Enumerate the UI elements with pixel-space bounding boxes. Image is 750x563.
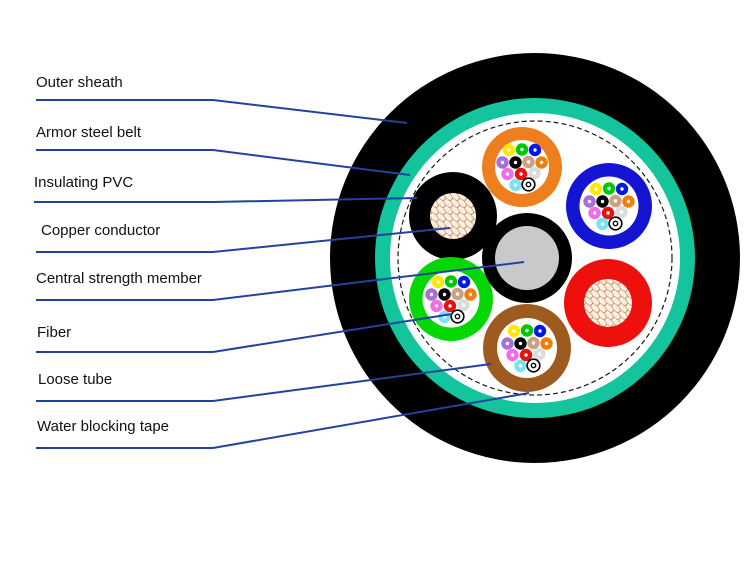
label-copper-conductor: Copper conductor: [41, 222, 160, 239]
central-strength-member-core: [495, 226, 559, 290]
label-fiber: Fiber: [37, 324, 71, 341]
leader-line-armor-steel-belt: [36, 149, 411, 176]
loose-tube-orange: [482, 127, 562, 207]
label-insulating-pvc: Insulating PVC: [34, 174, 133, 191]
label-water-blocking-tape: Water blocking tape: [37, 418, 169, 435]
loose-tube-brown: [483, 304, 571, 392]
central-strength-member: [482, 213, 572, 303]
insulated-copper-conductor-black: [409, 172, 497, 260]
loose-tube-blue: [566, 163, 652, 249]
leader-line-fiber: [36, 313, 453, 353]
label-central-strength-member: Central strength member: [36, 270, 202, 287]
copper-conductor-mesh: [430, 193, 476, 239]
insulated-copper-conductor-red: [564, 259, 652, 347]
label-loose-tube: Loose tube: [38, 371, 112, 388]
water-blocking-tape-circle: [397, 120, 673, 396]
leader-line-central-strength-member: [36, 261, 525, 301]
label-outer-sheath: Outer sheath: [36, 74, 123, 91]
leader-line-copper-conductor: [36, 227, 451, 253]
leader-line-loose-tube: [36, 363, 492, 402]
leader-lines: [34, 99, 530, 449]
copper-conductor-mesh: [584, 279, 632, 327]
leader-line-outer-sheath: [36, 99, 408, 124]
leader-line-insulating-pvc: [34, 197, 418, 203]
label-armor-steel-belt: Armor steel belt: [36, 124, 142, 141]
leader-line-water-blocking-tape: [36, 392, 530, 449]
loose-tube-green: [409, 257, 493, 341]
